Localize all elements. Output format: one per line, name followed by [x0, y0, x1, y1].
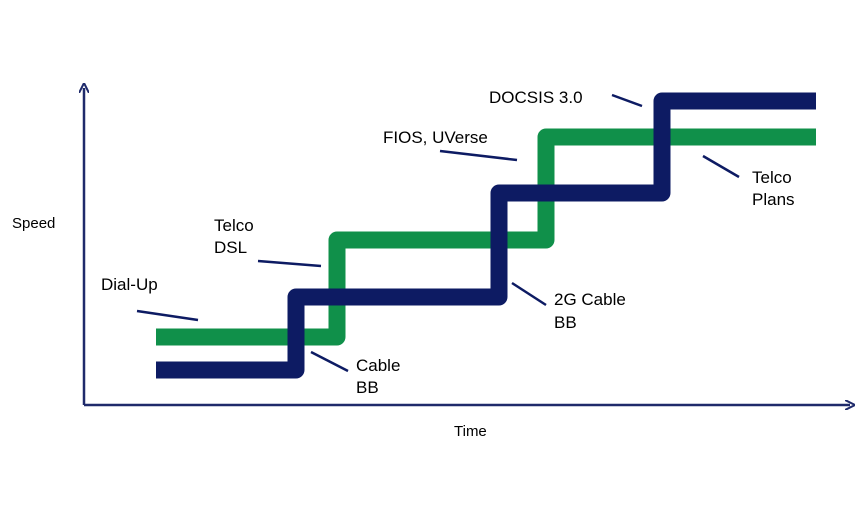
label-dial-up: Dial-Up — [101, 275, 158, 294]
label-telco-plans-line2: Plans — [752, 190, 795, 209]
label-cable-bb-line2: BB — [356, 378, 379, 397]
pointer-docsis — [611, 93, 643, 108]
label-docsis: DOCSIS 3.0 — [489, 88, 583, 107]
x-axis-label: Time — [454, 423, 487, 440]
telco-staircase-line — [156, 128, 816, 346]
label-fios-uverse: FIOS, UVerse — [383, 128, 488, 147]
pointer-fios-uverse — [439, 149, 518, 162]
pointer-telco-dsl — [257, 259, 322, 268]
label-telco-plans-line1: Telco — [752, 168, 792, 187]
cable-staircase-line — [156, 92, 816, 379]
label-2g-cable-line1: 2G Cable — [554, 290, 626, 309]
label-cable-bb-line1: Cable — [356, 356, 400, 375]
pointer-cable-bb — [310, 350, 349, 373]
pointer-telco-plans — [702, 154, 740, 179]
pointer-dial-up — [136, 309, 199, 322]
label-2g-cable-line2: BB — [554, 313, 577, 332]
pointer-lines — [136, 93, 740, 373]
y-axis-label: Speed — [12, 215, 55, 232]
pointer-2g-cable — [511, 281, 547, 307]
label-telco-dsl-line1: Telco — [214, 216, 254, 235]
label-telco-dsl-line2: DSL — [214, 238, 247, 257]
